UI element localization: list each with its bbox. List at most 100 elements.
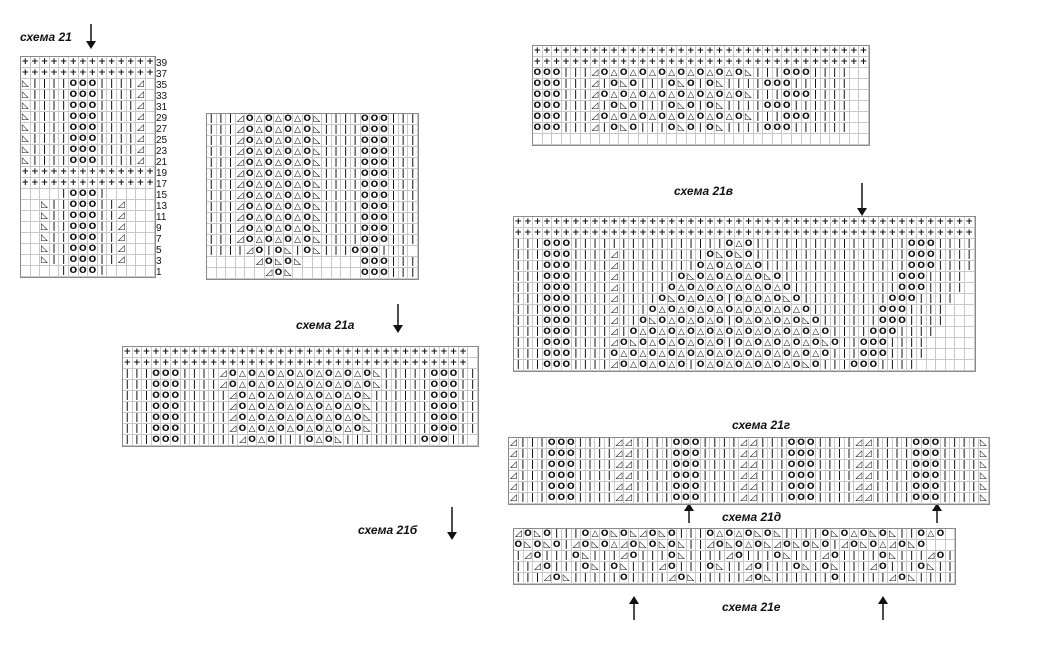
knit-symbol: |	[969, 460, 980, 471]
decrease-left-symbol: ◺	[888, 550, 898, 562]
knit-symbol: |	[276, 435, 287, 446]
purl-symbol: +	[180, 346, 191, 358]
knit-symbol: |	[821, 316, 831, 327]
decrease-left-symbol: ◺	[40, 199, 50, 211]
empty-cell	[859, 90, 869, 101]
yarn-over-symbol: O	[806, 459, 816, 471]
empty-cell	[926, 360, 937, 371]
triangle-symbol: △	[247, 423, 258, 435]
yarn-over-symbol: O	[161, 390, 171, 402]
knit-symbol: |	[811, 283, 821, 294]
knit-symbol: |	[398, 213, 409, 224]
yarn-over-symbol: O	[888, 304, 898, 316]
chart-schema-21e: ◿O◺O|||O△O◺O◺◿O◺O|||O△O△O◺O◺||||O◺O△O◺O◺…	[513, 528, 957, 585]
empty-cell	[792, 134, 802, 145]
purl-symbol: +	[382, 346, 392, 358]
knit-symbol: |	[859, 327, 869, 338]
yarn-over-symbol: O	[430, 412, 440, 424]
knit-symbol: |	[123, 424, 133, 435]
knit-symbol: |	[523, 562, 534, 573]
knit-symbol: |	[518, 460, 529, 471]
decrease-left-symbol: ◺	[561, 572, 572, 584]
knit-symbol: |	[571, 112, 581, 123]
yarn-over-symbol: O	[916, 561, 927, 573]
empty-cell	[763, 134, 773, 145]
knit-symbol: |	[643, 493, 653, 504]
purl-symbol: +	[792, 227, 802, 239]
decrease-right-symbol: ◿	[235, 190, 246, 202]
yarn-over-symbol: O	[334, 390, 344, 402]
purl-symbol: +	[199, 357, 210, 369]
yarn-over-symbol: O	[78, 188, 89, 200]
purl-symbol: +	[247, 357, 258, 369]
decrease-left-symbol: ◺	[667, 293, 678, 305]
knit-symbol: |	[648, 250, 658, 261]
knit-symbol: |	[830, 112, 840, 123]
knit-symbol: |	[420, 369, 430, 380]
yarn-over-symbol: O	[787, 448, 797, 460]
decrease-right-symbol: ◿	[136, 122, 146, 134]
yarn-over-symbol: O	[763, 528, 774, 540]
knit-symbol: |	[142, 380, 152, 391]
knit-symbol: |	[123, 369, 133, 380]
purl-symbol: +	[68, 166, 79, 178]
triangle-symbol: △	[763, 359, 774, 371]
purl-symbol: +	[792, 216, 802, 228]
decrease-left-symbol: ◺	[619, 122, 629, 134]
knit-symbol: |	[576, 493, 586, 504]
purl-symbol: +	[897, 216, 908, 228]
knit-symbol: |	[710, 471, 721, 482]
purl-symbol: +	[686, 216, 697, 228]
knit-symbol: |	[768, 449, 778, 460]
knit-symbol: |	[199, 424, 210, 435]
knit-symbol: |	[600, 349, 610, 360]
knit-symbol: |	[849, 316, 860, 327]
knit-symbol: |	[773, 562, 783, 573]
knit-symbol: |	[662, 460, 673, 471]
knit-symbol: |	[571, 338, 582, 349]
knit-symbol: |	[859, 261, 869, 272]
yarn-over-symbol: O	[561, 326, 572, 338]
yarn-over-symbol: O	[773, 315, 783, 327]
knit-symbol: |	[600, 338, 610, 349]
purl-symbol: +	[715, 56, 725, 68]
purl-symbol: +	[715, 227, 726, 239]
knit-symbol: |	[696, 540, 706, 551]
yarn-over-symbol: O	[449, 401, 459, 413]
decrease-right-symbol: ◿	[609, 271, 620, 283]
knit-symbol: |	[49, 244, 60, 255]
yarn-over-symbol: O	[648, 304, 658, 316]
knit-symbol: |	[408, 224, 419, 235]
knit-symbol: |	[830, 79, 840, 90]
knit-symbol: |	[49, 200, 60, 211]
knit-symbol: |	[821, 272, 831, 283]
knit-symbol: |	[216, 147, 227, 158]
yarn-over-symbol: O	[705, 304, 716, 316]
yarn-over-symbol: O	[681, 448, 692, 460]
knit-symbol: |	[514, 239, 524, 250]
purl-symbol: +	[257, 357, 267, 369]
decrease-left-symbol: ◺	[362, 412, 373, 424]
yarn-over-symbol: O	[782, 89, 793, 101]
knit-symbol: |	[523, 305, 534, 316]
knit-symbol: |	[729, 493, 740, 504]
empty-cell	[254, 268, 265, 279]
yarn-over-symbol: O	[353, 401, 363, 413]
yarn-over-symbol: O	[552, 293, 562, 305]
yarn-over-symbol: O	[878, 528, 889, 540]
yarn-over-symbol: O	[283, 179, 294, 191]
knit-symbol: |	[888, 261, 898, 272]
decrease-left-symbol: ◺	[792, 539, 802, 551]
knit-symbol: |	[604, 460, 615, 471]
knit-symbol: |	[825, 438, 836, 449]
triangle-symbol: △	[274, 135, 284, 147]
yarn-over-symbol: O	[772, 100, 783, 112]
knit-symbol: |	[792, 272, 802, 283]
decrease-left-symbol: ◺	[782, 293, 793, 305]
